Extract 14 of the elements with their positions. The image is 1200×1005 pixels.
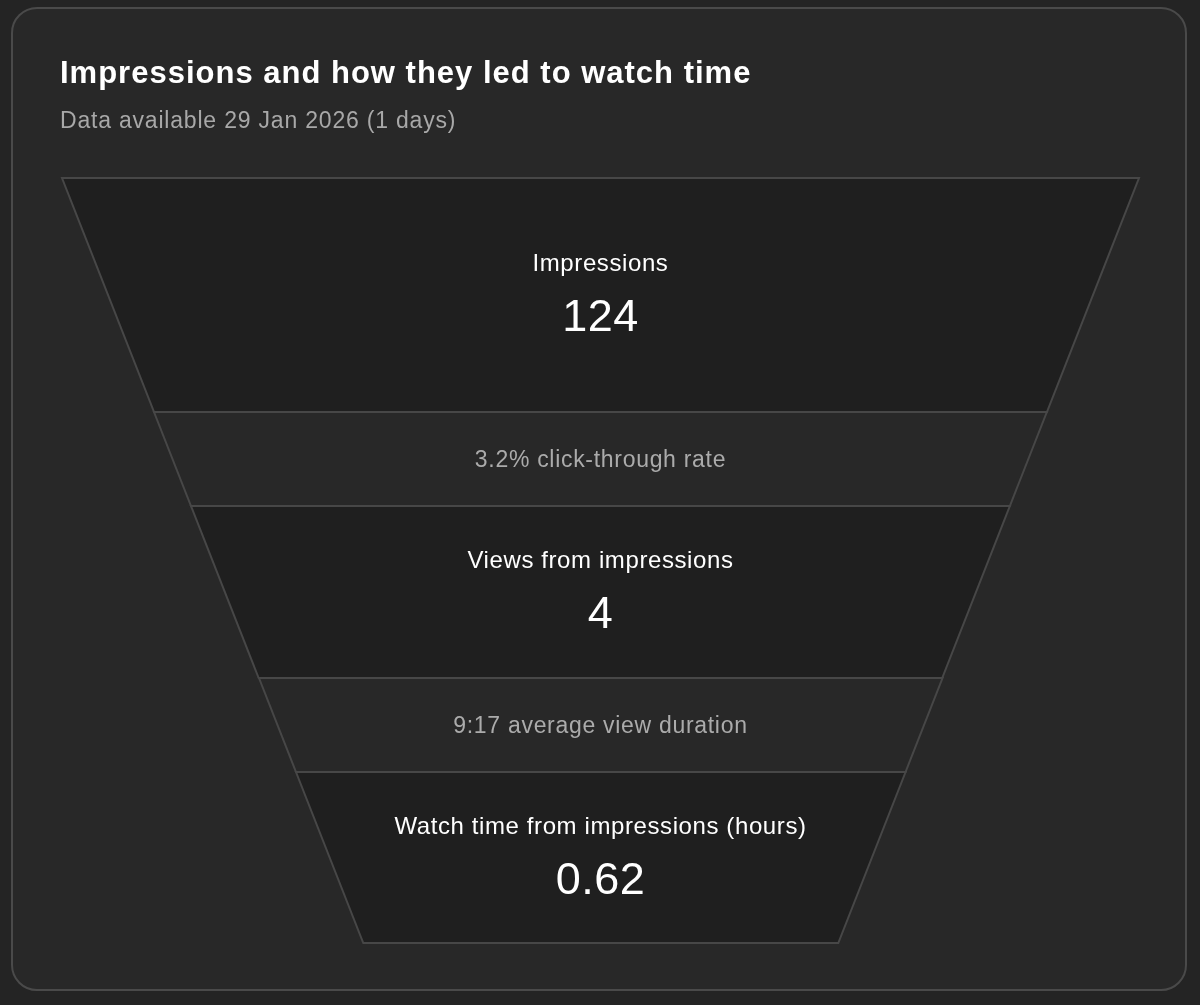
funnel-band [191, 506, 1010, 678]
funnel-stage-label: Watch time from impressions (hours) [394, 811, 807, 840]
funnel-band [258, 678, 943, 772]
funnel-stage-value: 124 [562, 291, 639, 341]
funnel-stage-value: 0.62 [555, 853, 646, 904]
funnel-stage-value: 4 [587, 588, 614, 638]
funnel-band [62, 178, 1139, 412]
funnel-stage-label: Impressions [532, 249, 669, 277]
funnel-band [154, 412, 1047, 506]
funnel-stage-label: Views from impressions [467, 546, 734, 574]
conversion-metric-text: 3.2% click-through rate [474, 445, 727, 473]
conversion-metric-text: 9:17 average view duration [453, 711, 748, 739]
chart-title: Impressions and how they led to watch time [60, 55, 752, 91]
date-range-text: Data available 29 Jan 2026 (1 days) [60, 107, 457, 134]
